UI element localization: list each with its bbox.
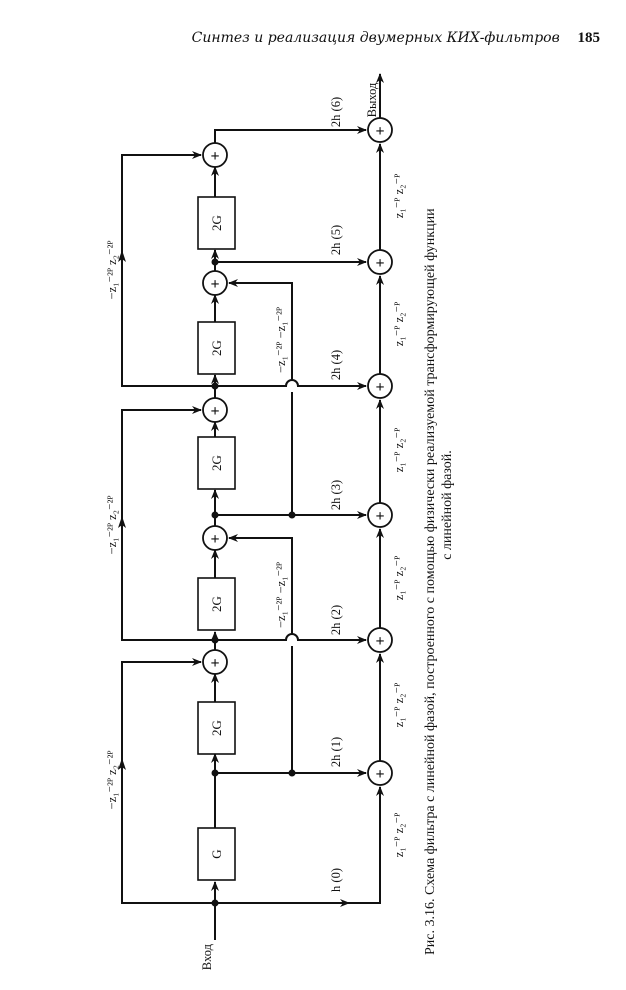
output-label: Выход [365, 82, 379, 117]
running-title: Синтез и реализация двумерных КИХ-фильтр… [191, 30, 560, 46]
output-summer: + [367, 502, 393, 528]
output-summer: + [367, 627, 393, 653]
block-label: 2G [209, 215, 224, 231]
block-label: G [209, 849, 224, 858]
block-label: 2G [209, 455, 224, 471]
svg-text:+: + [375, 379, 384, 396]
inner-delay-label: −z₁⁻²ᴾ −z₁⁻²ᴾ [274, 307, 288, 373]
svg-text:+: + [210, 531, 219, 548]
svg-text:+: + [375, 123, 384, 140]
junction [211, 382, 219, 390]
block-label: 2G [209, 720, 224, 736]
outer-delay-label: −z₁⁻²ᴾ z₂⁻²ᴾ [105, 241, 119, 300]
svg-text:+: + [375, 508, 384, 525]
tap-label-h3: 2h (3) [329, 480, 343, 510]
figure-caption-line2: с линейной фазой. [440, 450, 455, 560]
inner-feedback [228, 279, 293, 380]
h0-path [215, 786, 384, 904]
page-number: 185 [577, 30, 601, 46]
output-delay-label: z₁⁻ᴾ z₂⁻ᴾ [392, 556, 406, 600]
output-delay-label: z₁⁻ᴾ z₂⁻ᴾ [392, 174, 406, 218]
outer-delay-label: −z₁⁻²ᴾ z₂⁻²ᴾ [105, 751, 119, 810]
output-summer: + [367, 373, 393, 399]
svg-text:+: + [210, 655, 219, 672]
tap-h2 [215, 633, 367, 644]
summer: + [202, 525, 228, 551]
block-2g: 2G [197, 196, 236, 250]
tap-h4 [215, 379, 367, 390]
output-delay-label: z₁⁻ᴾ z₂⁻ᴾ [392, 683, 406, 727]
tap-label-h2: 2h (2) [329, 605, 343, 635]
svg-text:+: + [375, 633, 384, 650]
block-2g: 2G [197, 577, 236, 631]
inner-delay-label: −z₁⁻²ᴾ −z₁⁻²ᴾ [274, 562, 288, 628]
block-label: 2G [209, 340, 224, 356]
junction [211, 511, 219, 519]
output-summer: + [367, 760, 393, 786]
tap-label-h0: h (0) [329, 868, 343, 892]
output-delay-label: z₁⁻ᴾ z₂⁻ᴾ [392, 813, 406, 857]
block-2g: 2G [197, 436, 236, 490]
inner-feedback [228, 534, 293, 634]
tap-label-h1: 2h (1) [329, 737, 343, 767]
junction [288, 769, 296, 777]
tap-label-h5: 2h (5) [329, 225, 343, 255]
svg-text:+: + [375, 766, 384, 783]
summer: + [202, 397, 228, 423]
tap-label-h4: 2h (4) [329, 350, 343, 380]
block-g: G [197, 827, 236, 881]
svg-text:+: + [210, 403, 219, 420]
summer: + [202, 270, 228, 296]
figure-caption-line1: Рис. 3.16. Схема фильтра с линейной фазо… [423, 208, 438, 955]
summer: + [202, 142, 228, 168]
block-label: 2G [209, 596, 224, 612]
output-summer: + [367, 117, 393, 143]
svg-text:+: + [210, 148, 219, 165]
junction [288, 511, 296, 519]
outer-feedback [121, 658, 215, 904]
output-delay-label: z₁⁻ᴾ z₂⁻ᴾ [392, 428, 406, 472]
outer-feedback [121, 151, 215, 387]
block-2g: 2G [197, 321, 236, 375]
tap-label-h6: 2h (6) [329, 97, 343, 127]
svg-text:+: + [375, 255, 384, 272]
output-delay-label: z₁⁻ᴾ z₂⁻ᴾ [392, 302, 406, 346]
outer-delay-label: −z₁⁻²ᴾ z₂⁻²ᴾ [105, 496, 119, 555]
output-summer: + [367, 249, 393, 275]
junction [211, 258, 219, 266]
block-2g: 2G [197, 701, 236, 755]
page-header: Синтез и реализация двумерных КИХ-фильтр… [0, 30, 600, 47]
svg-text:+: + [210, 276, 219, 293]
summer: + [202, 649, 228, 675]
input-label: Вход [200, 943, 214, 970]
tap-h6 [214, 126, 367, 143]
junction [211, 769, 219, 777]
junction [211, 636, 219, 644]
junction [211, 899, 219, 907]
